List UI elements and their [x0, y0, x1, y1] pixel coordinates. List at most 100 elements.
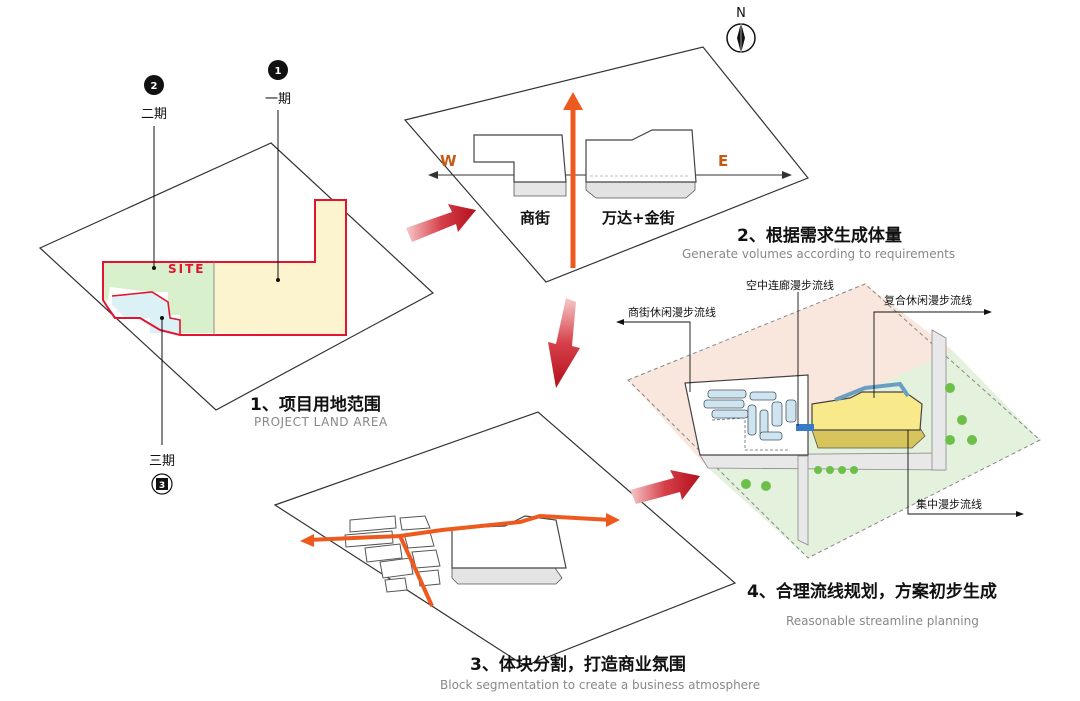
building-tube: [759, 431, 783, 441]
tree: [838, 466, 846, 474]
flow-path-east-arrowhead: [606, 513, 620, 527]
panel3-title-cn: 3、体块分割，打造商业氛围: [470, 654, 686, 675]
corridor-bridge: [796, 424, 814, 431]
segmented-blocks-left: [344, 515, 441, 593]
site-boundary: [102, 199, 347, 336]
east-label: E: [718, 152, 728, 170]
flow-arrow-3: [630, 470, 700, 504]
panel-block-segmentation: 3、体块分割，打造商业氛围 Block segmentation to crea…: [273, 411, 760, 692]
phase1-label: 一期: [265, 92, 291, 107]
central-walk-leader-arrowhead: [1016, 511, 1024, 517]
phase2-number-badge: [144, 75, 164, 95]
tree: [957, 415, 967, 425]
compass-north-label: N: [736, 6, 746, 21]
trees: [741, 383, 977, 491]
panel2-title-cn: 2、根据需求生成体量: [737, 225, 902, 246]
building-tube: [703, 399, 745, 409]
axis-west-arrowhead: [428, 171, 438, 179]
block-piece: [411, 549, 441, 569]
building-tube: [707, 389, 747, 399]
panel2-title-en: Generate volumes according to requiremen…: [682, 247, 955, 261]
building-tube: [749, 391, 777, 401]
block-piece: [384, 577, 408, 593]
block-left-label: 商街: [520, 209, 550, 227]
panel-generate-volumes: W E 商街 万达+金街 2、根据需求生成体量 Generate volumes…: [403, 46, 955, 283]
volume-left-side: [513, 181, 567, 197]
phase1-number: 1: [275, 66, 282, 77]
panel3-title-en: Block segmentation to create a business …: [440, 678, 760, 692]
phase3-number-square: [156, 478, 168, 490]
volume-right: [585, 129, 697, 183]
phase3-leader-dot: [160, 316, 164, 320]
panel4-title-en: Reasonable streamline planning: [786, 614, 979, 628]
complex-leisure-leader: [873, 311, 988, 398]
road-center: [797, 455, 809, 546]
central-walk-leader: [907, 430, 1020, 515]
panel-project-land-area: SITE 2 二期 1 一期 三期 3 1、项目用地范围 PROJECT LAN…: [38, 60, 435, 495]
panel4-boundary: [627, 283, 1041, 559]
segmented-volume-right-side: [451, 567, 563, 585]
tree: [826, 466, 834, 474]
phase1-leader-dot: [276, 278, 280, 282]
road-east: [931, 329, 947, 471]
tree: [741, 479, 751, 489]
phase2-number: 2: [151, 81, 158, 92]
building-tube: [747, 404, 757, 436]
tree: [967, 435, 977, 445]
flow-arrow-2-shape: [548, 298, 580, 388]
building-tube: [785, 399, 797, 423]
block-right-label: 万达+金街: [601, 209, 675, 227]
block-piece: [349, 515, 397, 533]
label-central-walk: 集中漫步流线: [916, 497, 982, 511]
label-sky-corridor: 空中连廊漫步流线: [746, 278, 834, 292]
tree: [945, 383, 955, 393]
street-block-dashed-line: [711, 417, 790, 451]
volume-right-side: [585, 181, 696, 199]
street-leisure-leader-arrowhead: [616, 319, 624, 325]
axis-east-arrowhead: [782, 171, 792, 179]
building-tube: [771, 401, 783, 427]
flow-path-west-arrowhead: [300, 534, 314, 547]
phase3-number: 3: [159, 481, 165, 491]
flow-path-east: [399, 513, 613, 538]
block-piece: [399, 515, 431, 531]
complex-leisure-leader-arrowhead: [984, 309, 992, 315]
phase1-number-badge: [268, 60, 288, 80]
sky-corridor: [834, 381, 910, 402]
segmented-volume-right: [451, 515, 567, 569]
block-piece: [379, 557, 414, 579]
tree: [761, 481, 771, 491]
tree: [850, 466, 858, 474]
panel1-title-en: PROJECT LAND AREA: [254, 415, 388, 429]
phase2-zone: [103, 262, 214, 333]
street-leisure-leader: [620, 321, 691, 392]
phase3-boundary: [111, 291, 181, 334]
north-compass: N: [726, 6, 756, 53]
flow-arrow-2: [548, 298, 580, 388]
panel1-title-cn: 1、项目用地范围: [250, 394, 381, 415]
volume-left: [473, 134, 567, 183]
label-complex-leisure: 复合休闲漫步流线: [884, 293, 972, 307]
phase3-zone: [112, 293, 180, 333]
phase2-leader-dot: [152, 266, 156, 270]
flow-arrow-3-shape: [630, 470, 700, 504]
street-buildings: [703, 389, 797, 441]
phase3-label: 三期: [149, 454, 175, 469]
building-tube: [711, 409, 749, 419]
panel4-title-cn: 4、合理流线规划，方案初步生成: [747, 581, 997, 602]
north-axis-arrowhead: [563, 92, 583, 110]
flow-arrow-1-shape: [406, 204, 476, 242]
label-street-leisure: 商街休闲漫步流线: [628, 305, 716, 319]
tree: [945, 435, 955, 445]
block-piece: [364, 543, 403, 563]
panel-streamline-planning: 空中连廊漫步流线 商街休闲漫步流线 复合休闲漫步流线 集中漫步流线 4、合理流线…: [616, 278, 1041, 628]
tree: [814, 466, 822, 474]
flow-arrow-1: [406, 204, 476, 242]
flow-path-west: [307, 533, 434, 607]
site-label: SITE: [168, 262, 206, 276]
phase2-label: 二期: [141, 107, 167, 122]
phase1-zone: [214, 200, 346, 335]
main-building: [811, 391, 923, 431]
west-label: W: [440, 152, 457, 170]
